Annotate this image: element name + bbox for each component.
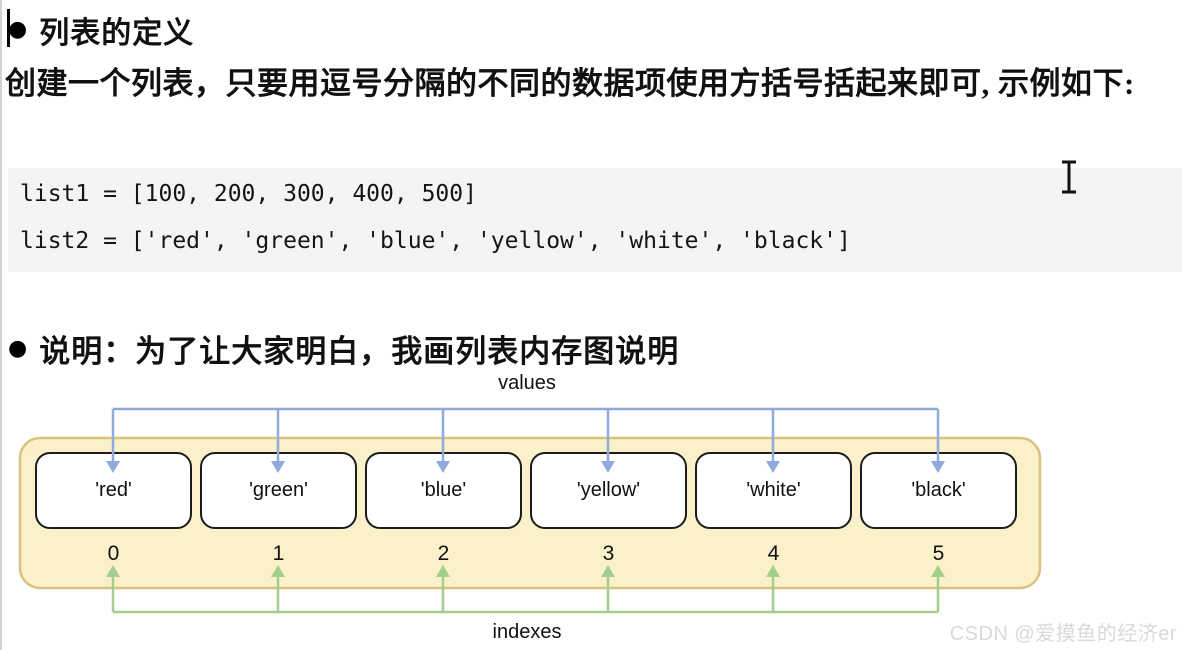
values-label: values <box>498 372 556 394</box>
value-box-label: 'red' <box>95 479 132 501</box>
window-left-border <box>0 0 2 650</box>
page-title: 列表的定义 <box>39 17 195 50</box>
value-box-label: 'green' <box>249 479 308 501</box>
indexes-arrows <box>111 576 940 614</box>
value-box-label: 'black' <box>911 479 966 501</box>
index-label: 2 <box>437 542 450 565</box>
code-block[interactable]: list1 = [100, 200, 300, 400, 500] list2 … <box>8 168 1182 272</box>
indexes-arrowheads <box>106 565 945 577</box>
index-label: 4 <box>767 542 780 565</box>
diagram-shapes <box>18 407 1042 614</box>
value-box-label: 'blue' <box>420 479 467 501</box>
index-label: 5 <box>932 542 945 565</box>
values-arrows <box>111 407 940 462</box>
text-caret <box>7 9 10 47</box>
value-box-label: 'yellow' <box>576 479 641 501</box>
code-line-list1: list1 = [100, 200, 300, 400, 500] <box>20 181 477 207</box>
value-box-label: 'white' <box>746 479 801 501</box>
note-line: ● 说明：为了让大家明白，我画列表内存图说明 <box>8 326 679 371</box>
bullet-icon: ● <box>8 335 28 361</box>
code-line-list2: list2 = ['red', 'green', 'blue', 'yellow… <box>20 228 851 254</box>
bullet-icon: ● <box>8 17 28 42</box>
watermark: CSDN @爱摸鱼的经济er <box>949 623 1177 645</box>
index-label: 3 <box>602 542 615 565</box>
values-arrowheads <box>106 461 945 473</box>
note-text: 说明：为了让大家明白，我画列表内存图说明 <box>39 334 680 369</box>
indexes-label: indexes <box>492 621 562 643</box>
heading-line: ● 列表的定义 <box>8 8 194 52</box>
list-memory-diagram: 'red' 'green' 'blue' 'yellow' 'white' 'b… <box>0 400 1182 650</box>
intro-text: 创建一个列表，只要用逗号分隔的不同的数据项使用方括号括起来即可, 示例如下: <box>5 66 1135 101</box>
index-label: 0 <box>107 542 120 565</box>
ibeam-cursor <box>1062 160 1076 194</box>
index-label: 1 <box>272 542 285 565</box>
